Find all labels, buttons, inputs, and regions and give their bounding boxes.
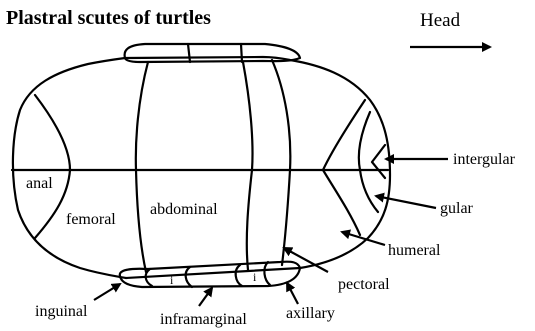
anal-femoral-seam (35, 95, 70, 238)
femoral-abdominal-seam (136, 62, 148, 272)
diagram-title: Plastral scutes of turtles (6, 7, 211, 29)
intergular-seam (372, 145, 385, 178)
inframarginal-label: inframarginal (160, 311, 247, 328)
inframarginal-seam-3 (236, 265, 242, 286)
humeral-label: humeral (388, 242, 441, 259)
pectoral-humeral-seam (272, 60, 290, 265)
inframarginal-small-label-2: i (253, 270, 257, 284)
axillary-label: axillary (286, 305, 335, 322)
gular-inner-seam (359, 112, 378, 212)
head-label: Head (420, 10, 461, 31)
gular-label: gular (440, 200, 474, 217)
anal-label: anal (26, 175, 53, 192)
inframarginal-arrow (199, 288, 212, 306)
inframarginal-seam-2 (186, 267, 192, 287)
abdominal-label: abdominal (150, 201, 218, 218)
gular-arrow (376, 196, 436, 208)
abdominal-pectoral-seam (243, 62, 253, 270)
intergular-label: intergular (453, 151, 516, 168)
marginal-seam-2 (241, 44, 242, 62)
inguinal-arrow (94, 284, 120, 300)
marginal-seam-1 (188, 44, 190, 62)
marginal-top (125, 44, 300, 62)
inguinal-label: inguinal (35, 303, 88, 320)
femoral-label: femoral (66, 211, 116, 228)
pectoral-label: pectoral (338, 276, 390, 293)
axillary-arrow (287, 283, 298, 304)
inframarginal-seam-4 (264, 262, 270, 285)
